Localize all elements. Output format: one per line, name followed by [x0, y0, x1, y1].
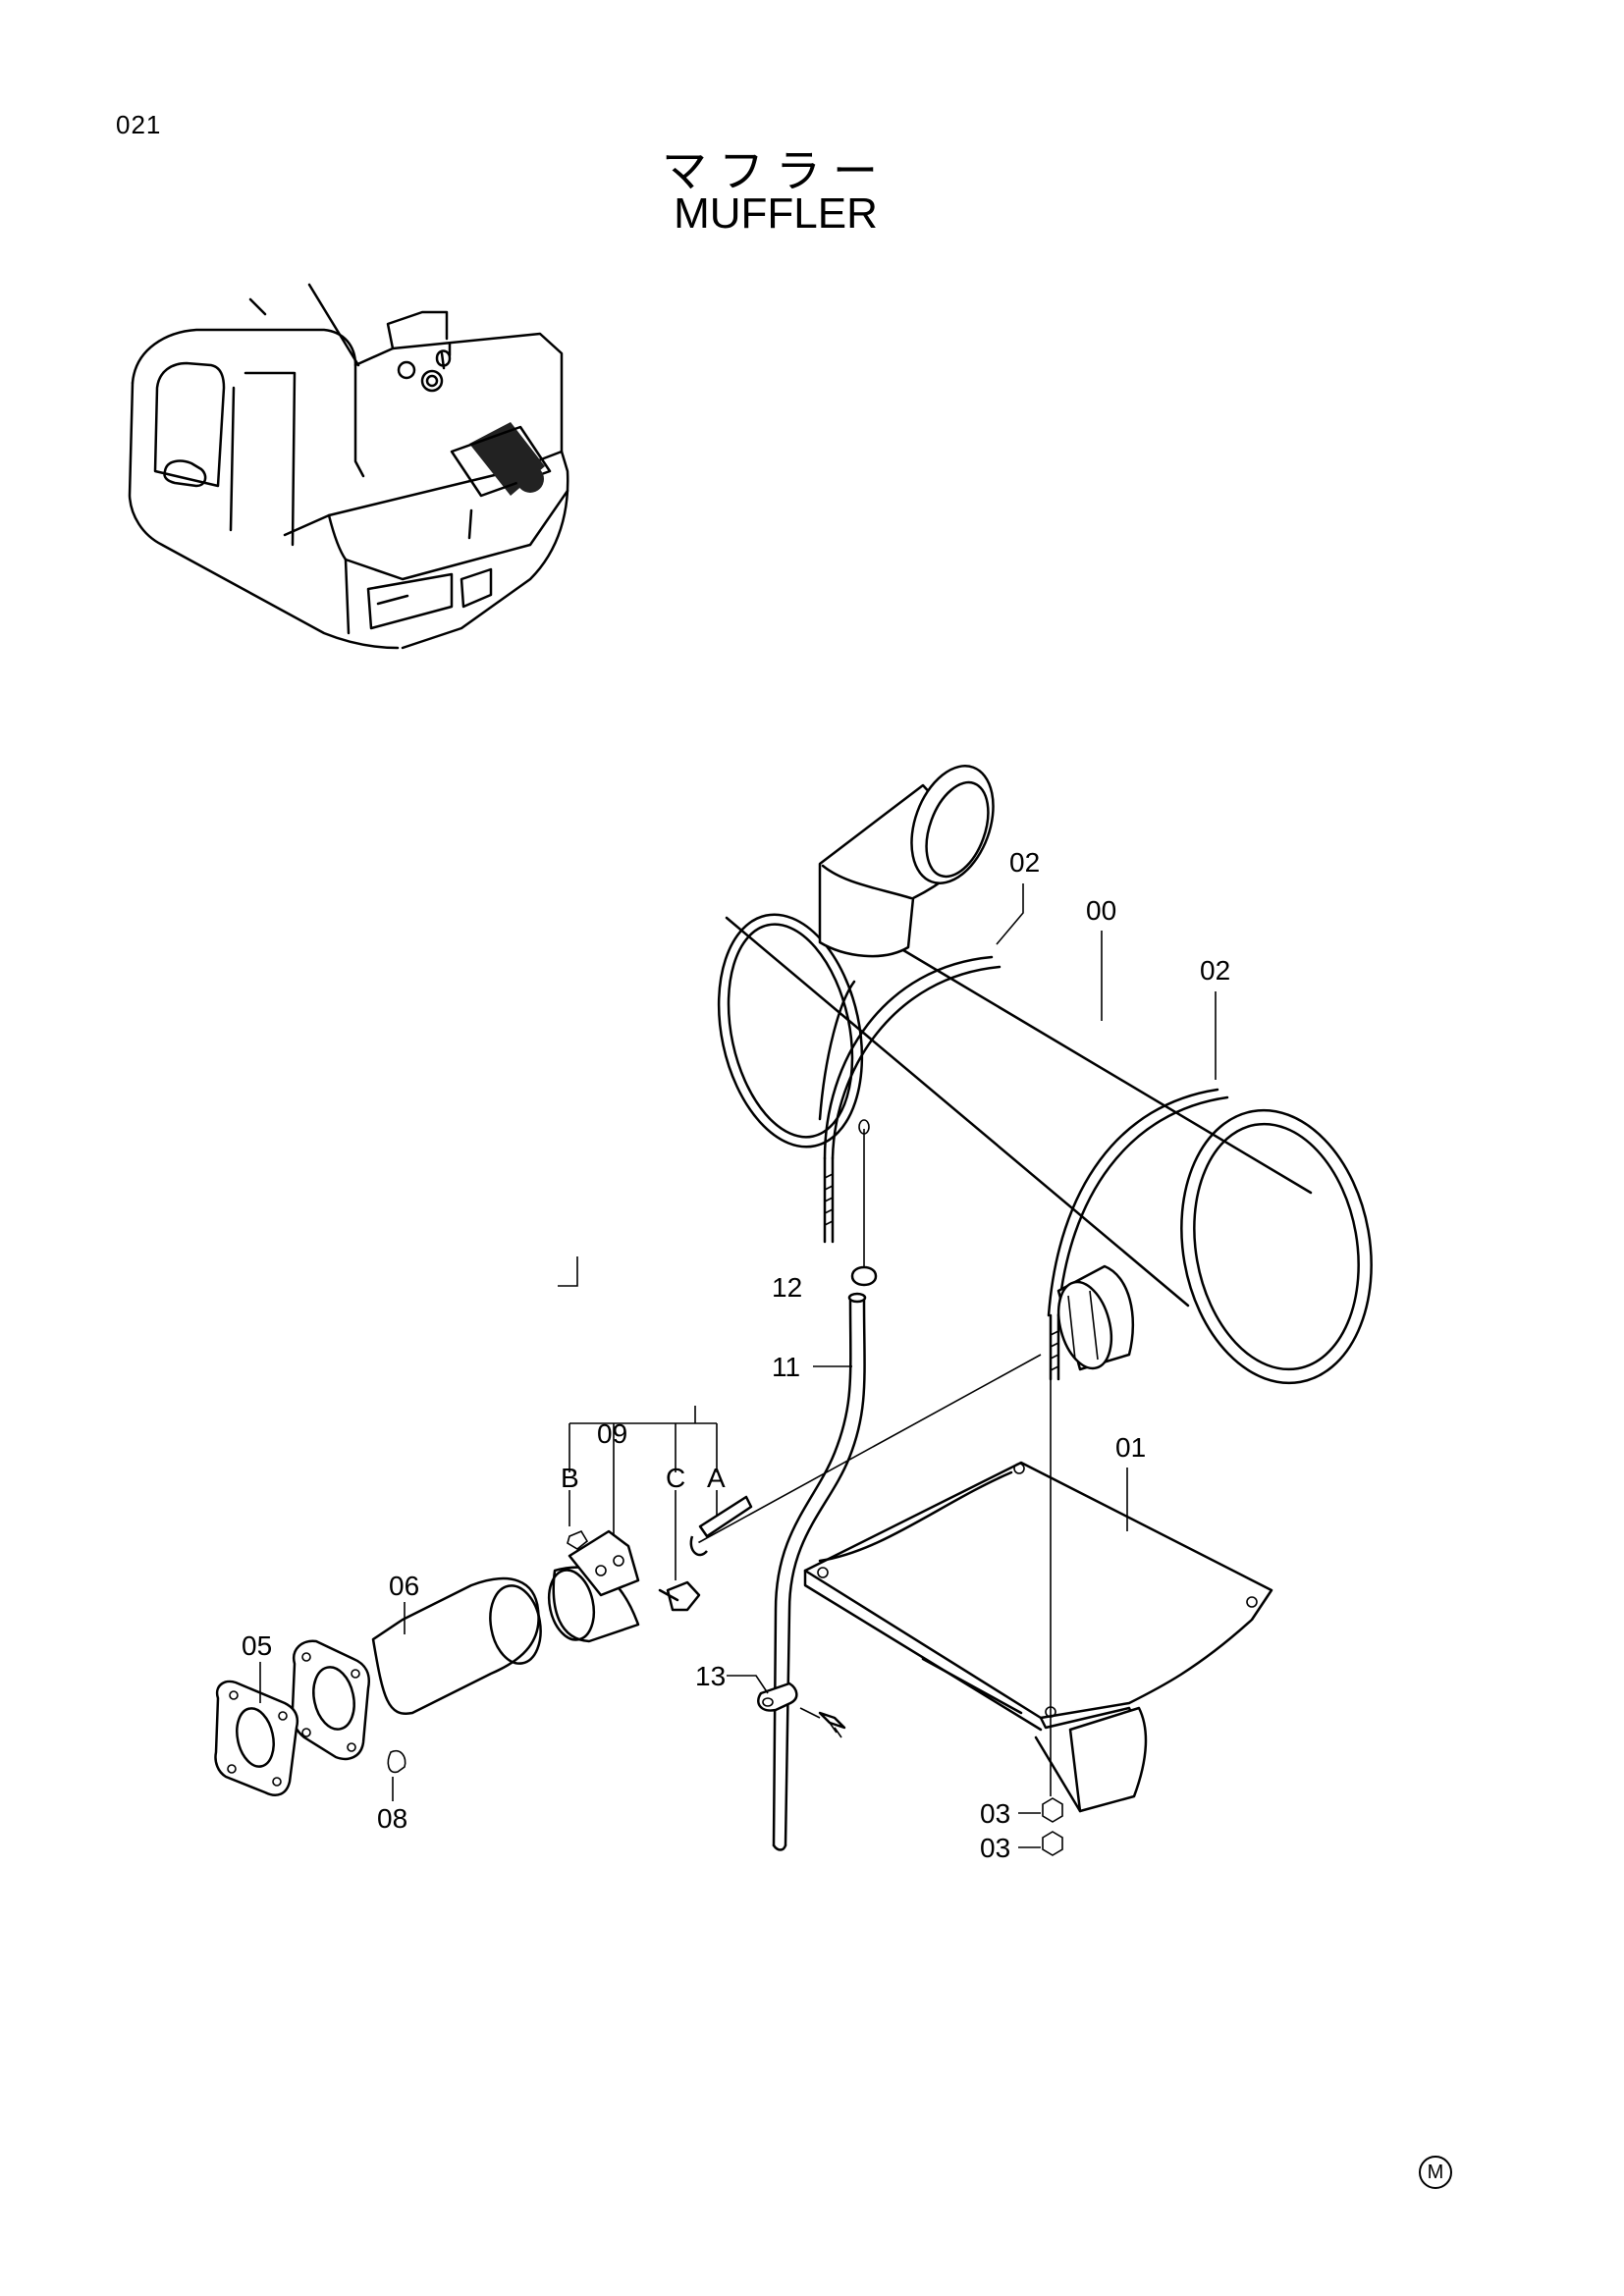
callout-sub-c: C — [666, 1463, 685, 1493]
callout-08: 08 — [377, 1803, 407, 1834]
callout-labels: 02 00 02 01 12 11 09 B C A 06 05 08 13 0… — [242, 847, 1230, 1863]
page-code: 021 — [116, 110, 162, 139]
excavator-overview — [128, 283, 569, 650]
callout-sub-a: A — [707, 1463, 726, 1493]
muffler-body — [717, 765, 1373, 1385]
callout-02-top: 02 — [1009, 847, 1040, 878]
callout-13: 13 — [695, 1661, 726, 1691]
callout-12: 12 — [772, 1272, 802, 1303]
mounting-hardware — [691, 1119, 1063, 1856]
exhaust-elbow — [214, 1576, 542, 1796]
callout-03-lower: 03 — [980, 1833, 1010, 1863]
callout-11: 11 — [772, 1352, 800, 1382]
callout-09: 09 — [597, 1418, 627, 1449]
leader-lines — [259, 883, 1217, 1848]
callout-03-upper: 03 — [980, 1798, 1010, 1829]
title-japanese: マフラー — [662, 145, 890, 196]
callout-06: 06 — [389, 1571, 419, 1601]
muffler-bracket — [803, 1461, 1273, 1813]
callout-sub-b: B — [561, 1463, 579, 1493]
callout-00: 00 — [1086, 895, 1116, 926]
clamp-assembly — [547, 1495, 753, 1643]
drain-pipe — [772, 1292, 867, 1851]
callout-05: 05 — [242, 1630, 272, 1661]
registered-mark: M — [1419, 2156, 1452, 2189]
pipe-clamp — [757, 1682, 846, 1738]
callout-01: 01 — [1115, 1432, 1146, 1463]
callout-02-right: 02 — [1200, 955, 1230, 986]
title-english: MUFFLER — [674, 189, 878, 238]
